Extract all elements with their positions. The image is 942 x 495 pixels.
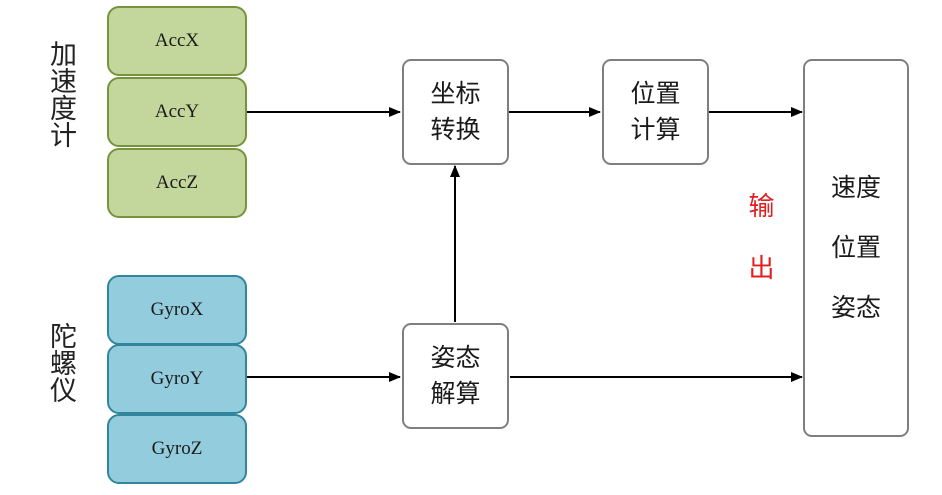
attitude-solve-box: 姿态 解算 [402, 323, 509, 429]
sensor-gyroz: GyroZ [107, 414, 247, 484]
sensor-accy: AccY [107, 77, 247, 147]
output-box: 速度 位置 姿态 [803, 59, 909, 437]
output-label: 输出 [744, 192, 774, 316]
sensor-gyroy: GyroY [107, 344, 247, 414]
coordinate-transform-box: 坐标 转换 [402, 59, 509, 165]
sensor-accz: AccZ [107, 148, 247, 218]
gyroscope-group-label: 陀螺仪 [45, 322, 76, 403]
position-calc-box: 位置 计算 [602, 59, 709, 165]
accelerometer-group-label: 加速度计 [45, 40, 76, 148]
sensor-accx: AccX [107, 6, 247, 76]
sensor-gyrox: GyroX [107, 275, 247, 345]
